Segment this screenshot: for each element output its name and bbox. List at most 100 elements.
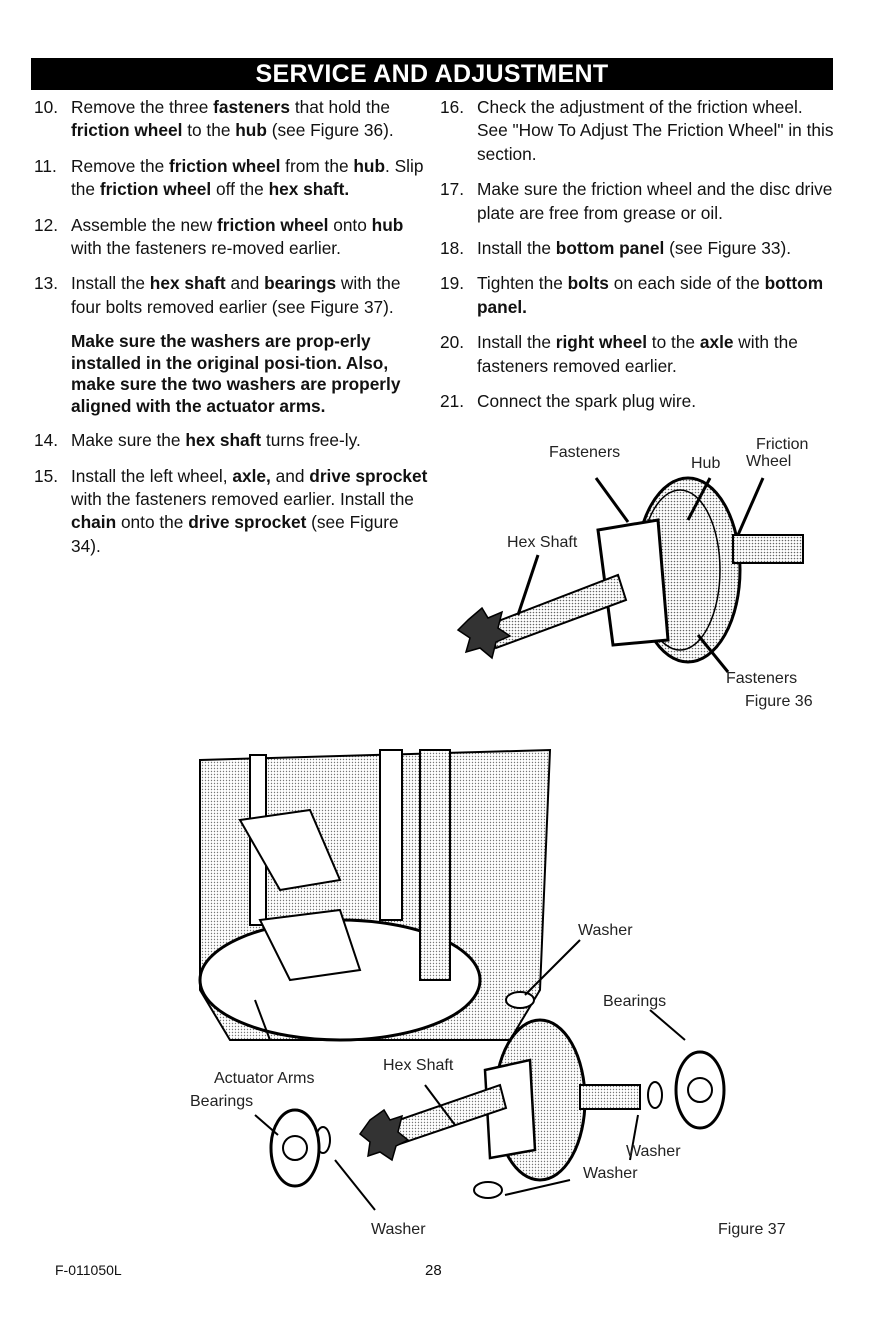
frame-bar-mid xyxy=(379,749,403,921)
step-text: Install the xyxy=(71,273,150,294)
step-number: 19. xyxy=(440,273,465,294)
step-text: with the four bolts removed earlier (see… xyxy=(71,273,401,317)
fig36-label-friction: Friction xyxy=(756,436,809,453)
figure-36-caption: Figure 36 xyxy=(745,693,813,710)
step-text: Assemble the new xyxy=(71,214,218,235)
document-code: F-011050L xyxy=(55,1262,122,1278)
warning-note: Make sure the washers are prop-erly inst… xyxy=(71,331,401,416)
steps-list-1: 10.Remove the three fasteners that hold … xyxy=(34,96,430,319)
step-bold-text: bottom panel. xyxy=(477,273,824,317)
step-bold-text: drive sprocket xyxy=(309,465,428,486)
washer-bottom xyxy=(473,1181,503,1199)
step-number: 21. xyxy=(440,391,465,412)
step-bold-text: bolts xyxy=(567,273,609,294)
step-text: (see Figure 34). xyxy=(71,512,399,556)
steps-list-2: 14. Make sure the hex shaft turns free-ly… xyxy=(34,429,430,558)
bearing-left-bore xyxy=(282,1135,308,1161)
step-text: from the xyxy=(280,155,354,176)
step-bold-text: hex shaft. xyxy=(268,179,350,200)
shaft-right-37 xyxy=(579,1084,641,1110)
steps-list-3: 16. Check the adjustment of the friction … xyxy=(440,96,835,413)
step-text: on each side of the xyxy=(608,273,765,294)
page-header: SERVICE AND ADJUSTMENT xyxy=(31,58,833,90)
step-21: 21. Connect the spark plug wire. xyxy=(440,390,835,413)
shaft-right xyxy=(732,534,804,564)
step-number: 18. xyxy=(440,238,465,259)
drive-chain xyxy=(419,749,451,981)
leader-friction-wheel xyxy=(736,477,765,536)
step-bold-text: hub xyxy=(235,120,267,141)
step-number: 13. xyxy=(34,273,59,294)
step-text: to the xyxy=(647,332,700,353)
leader-bearings-left xyxy=(254,1114,279,1136)
step-text: onto the xyxy=(116,512,189,533)
step-17: 17.Make sure the friction wheel and the … xyxy=(440,178,835,225)
leader-washer-right xyxy=(629,1114,639,1161)
fig37-label-actuator-arms: Actuator Arms xyxy=(214,1070,315,1087)
leader-bearings-right xyxy=(649,1009,686,1041)
fig36-label-hex-shaft: Hex Shaft xyxy=(507,534,578,551)
fig37-label-washer-bottom-left: Washer xyxy=(371,1221,426,1238)
step-bold-text: friction wheel xyxy=(168,155,281,176)
fig37-label-hex-shaft: Hex Shaft xyxy=(383,1057,454,1074)
step-text: Make sure the xyxy=(71,430,186,451)
step-text: turns free-ly. xyxy=(261,430,361,451)
leader-hex-shaft-37 xyxy=(424,1084,456,1126)
step-number: 14. xyxy=(34,430,59,451)
step-text: Connect the spark plug wire. xyxy=(477,391,697,412)
figure-36-illustration xyxy=(456,476,804,673)
step-text: that hold the xyxy=(290,97,390,117)
leader-fasteners-bottom xyxy=(696,634,730,673)
figure-37-caption: Figure 37 xyxy=(718,1221,786,1238)
fig36-label-hub: Hub xyxy=(691,455,721,472)
page-number: 28 xyxy=(425,1262,442,1279)
leader-fasteners-top xyxy=(594,477,630,523)
step-bold-text: axle, xyxy=(232,465,271,486)
step-number: 10. xyxy=(34,97,59,117)
step-bold-text: fasteners xyxy=(213,97,291,117)
step-15: 15.Install the left wheel, axle, and dri… xyxy=(34,465,430,559)
step-bold-text: axle xyxy=(699,332,734,353)
right-column: 16. Check the adjustment of the friction … xyxy=(440,96,835,425)
fig37-label-washer-bottom-mid: Washer xyxy=(583,1165,638,1182)
step-text: to the xyxy=(182,120,236,141)
step-number: 16. xyxy=(440,97,465,117)
step-bold-text: friction wheel xyxy=(71,120,183,141)
step-number: 17. xyxy=(440,179,465,200)
step-text: Install the xyxy=(477,238,556,259)
step-13: 13.Install the hex shaft and bearings wi… xyxy=(34,272,430,319)
step-number: 12. xyxy=(34,214,59,235)
step-18: 18.Install the bottom panel (see Figure … xyxy=(440,237,835,260)
step-number: 15. xyxy=(34,465,59,486)
step-bold-text: bottom panel xyxy=(555,238,665,259)
step-text: with the fasteners removed earlier. xyxy=(477,332,798,376)
actuator-arm-lower xyxy=(258,908,362,982)
fig37-label-washer-top: Washer xyxy=(578,922,633,939)
step-bold-text: hub xyxy=(353,155,386,176)
step-bold-text: hex shaft xyxy=(149,273,226,294)
leader-hub xyxy=(686,477,712,521)
washer-right xyxy=(647,1081,663,1109)
step-bold-text: drive sprocket xyxy=(188,512,307,533)
step-bold-text: hub xyxy=(371,214,404,235)
sprocket-37 xyxy=(358,1108,410,1162)
step-19: 19.Tighten the bolts on each side of the… xyxy=(440,272,835,319)
step-text: and xyxy=(270,465,310,486)
leader-washer-top xyxy=(524,939,581,996)
step-bold-text: right wheel xyxy=(555,332,647,353)
step-bold-text: friction wheel xyxy=(217,214,329,235)
step-text: . Slip the xyxy=(71,155,424,200)
step-16: 16. Check the adjustment of the friction … xyxy=(440,96,835,166)
fig36-label-fasteners-top: Fasteners xyxy=(549,444,621,461)
step-text: with the fasteners removed earlier. Inst… xyxy=(71,489,414,510)
step-text: (see Figure 36). xyxy=(266,120,394,141)
actuator-arm-upper xyxy=(238,808,342,892)
bearing-right-bore xyxy=(687,1077,713,1103)
step-text: Install the xyxy=(477,332,556,353)
step-text: Check the adjustment of the friction whe… xyxy=(477,97,834,164)
step-text: with the fasteners re-moved earlier. xyxy=(71,238,341,259)
step-12: 12.Assemble the new friction wheel onto … xyxy=(34,214,430,261)
step-bold-text: hex shaft xyxy=(185,430,262,451)
left-column: 10.Remove the three fasteners that hold … xyxy=(34,96,430,570)
fig37-label-bearings-right: Bearings xyxy=(603,993,667,1010)
